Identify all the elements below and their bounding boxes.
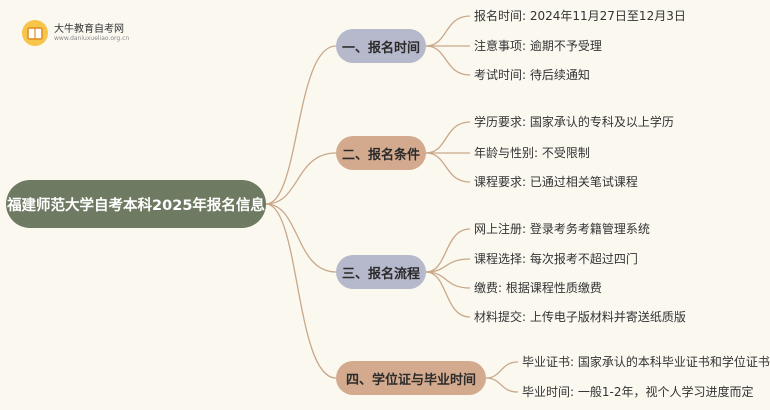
branch-degree-graduation: 四、学位证与毕业时间 <box>336 361 486 395</box>
branch-registration-conditions: 二、报名条件 <box>336 136 426 170</box>
branch-registration-time: 一、报名时间 <box>336 29 426 63</box>
logo-name: 大牛教育自考网 <box>54 24 124 35</box>
leaf-graduation-time: 毕业时间: 一般1-2年，视个人学习进度而定 <box>522 385 754 399</box>
leaf-education-requirement: 学历要求: 国家承认的专科及以上学历 <box>474 115 674 129</box>
leaf-exam-time: 考试时间: 待后续通知 <box>474 68 590 82</box>
connector-lines <box>265 15 519 393</box>
leaf-payment: 缴费: 根据课程性质缴费 <box>474 281 602 295</box>
leaf-registration-date: 报名时间: 2024年11月27日至12月3日 <box>474 9 686 23</box>
leaf-course-selection: 课程选择: 每次报考不超过四门 <box>474 252 638 266</box>
leaf-online-registration: 网上注册: 登录考务考籍管理系统 <box>474 222 650 236</box>
leaf-notes: 注意事项: 逾期不予受理 <box>474 39 602 53</box>
logo: 大牛教育自考网 www.daniuxueliao.org.cn <box>20 18 140 48</box>
leaf-diploma: 毕业证书: 国家承认的本科毕业证书和学位证书 <box>522 355 770 369</box>
root-topic: 福建师范大学自考本科2025年报名信息 <box>6 180 266 228</box>
leaf-age-gender: 年龄与性别: 不受限制 <box>474 146 590 160</box>
book-icon <box>22 20 48 46</box>
leaf-material-submission: 材料提交: 上传电子版材料并寄送纸质版 <box>474 310 686 324</box>
branch-registration-process: 三、报名流程 <box>336 255 426 289</box>
leaf-course-requirement: 课程要求: 已通过相关笔试课程 <box>474 175 638 189</box>
logo-url: www.daniuxueliao.org.cn <box>54 35 130 42</box>
